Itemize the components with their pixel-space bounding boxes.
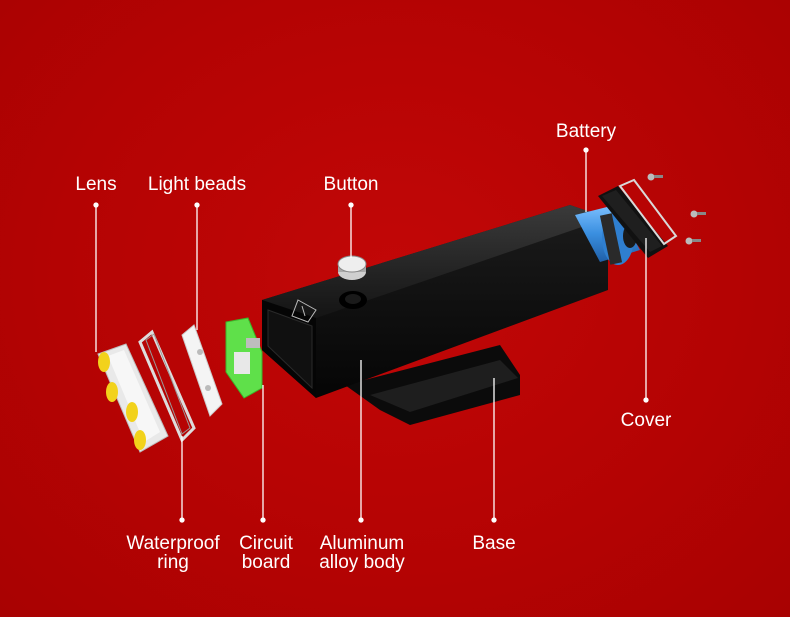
leader-circuit-board xyxy=(260,385,266,523)
screw-icon xyxy=(685,237,701,245)
label-light-beads: Light beads xyxy=(147,174,247,195)
base-part xyxy=(345,345,520,425)
screw-icon xyxy=(647,173,663,181)
battery-part xyxy=(575,205,640,265)
leader-lines xyxy=(93,147,649,523)
leader-base xyxy=(491,378,497,523)
label-cover: Cover xyxy=(620,410,672,431)
label-lens: Lens xyxy=(75,174,117,195)
label-battery: Battery xyxy=(555,121,617,142)
label-waterproof-ring: Waterproof ring xyxy=(126,533,220,573)
circuit-board-part xyxy=(225,317,263,399)
leader-waterproof-ring xyxy=(179,436,185,523)
label-button: Button xyxy=(323,174,379,195)
screw-icon xyxy=(690,210,706,218)
light-beads-part xyxy=(181,324,223,417)
cover-part xyxy=(598,173,706,258)
aluminum-body-part xyxy=(262,205,608,398)
leader-light-beads xyxy=(194,202,200,330)
button-part xyxy=(337,255,367,280)
waterproof-ring-part xyxy=(138,329,196,443)
label-circuit-board: Circuit board xyxy=(239,533,293,573)
label-aluminum-body: Aluminum alloy body xyxy=(319,533,405,573)
leader-battery xyxy=(583,147,589,212)
leader-button xyxy=(348,202,354,258)
leader-cover xyxy=(643,238,649,403)
lens-part xyxy=(97,343,169,453)
leader-aluminum-body xyxy=(358,360,364,523)
leader-lens xyxy=(93,202,99,352)
label-base: Base xyxy=(472,533,516,554)
